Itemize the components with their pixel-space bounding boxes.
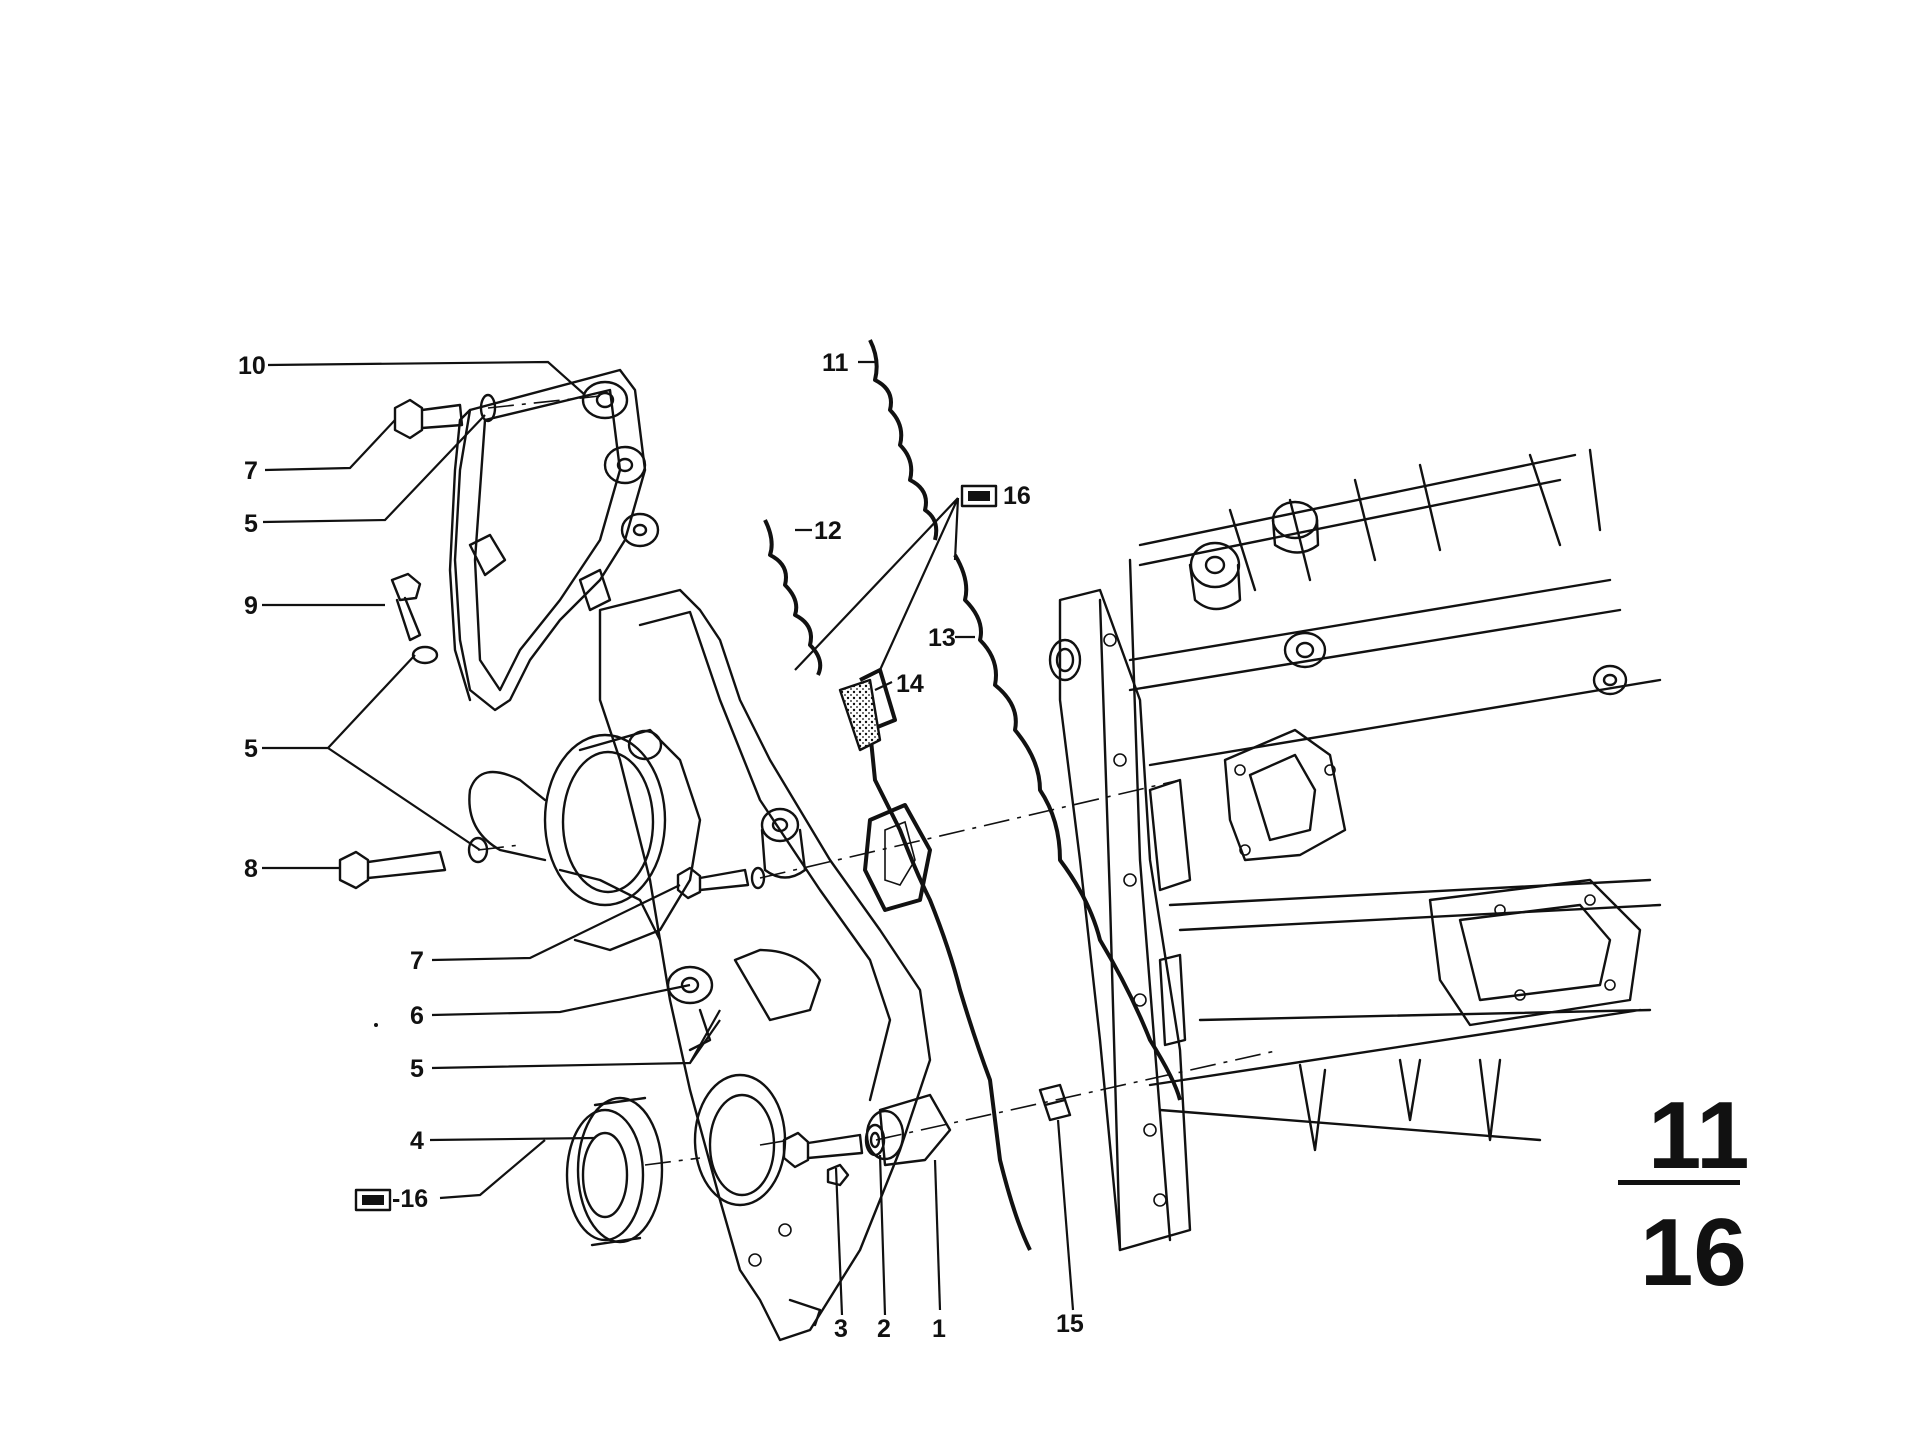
callout-7: 7: [244, 457, 258, 485]
callout-16: -16: [392, 1185, 428, 1213]
callout-10: 10: [238, 352, 266, 380]
callout-6: 6: [410, 1002, 424, 1030]
page-code-top: 11: [1648, 1082, 1749, 1189]
callout-2: 2: [877, 1315, 891, 1343]
callout-16: 16: [1003, 482, 1031, 510]
callout-12: 12: [814, 517, 842, 545]
callout-8: 8: [244, 855, 258, 883]
callout-1: 1: [932, 1315, 946, 1343]
callout-4: 4: [410, 1127, 424, 1155]
callout-5: 5: [410, 1055, 424, 1083]
page-code-divider: [1618, 1180, 1740, 1185]
callout-9: 9: [244, 592, 258, 620]
page-code: 11 16: [1618, 1082, 1749, 1306]
callout-13: 13: [928, 624, 956, 652]
leader-lines: [262, 360, 1075, 1316]
crankshaft-seal: [565, 1096, 664, 1247]
callout-5: 5: [244, 735, 258, 763]
callout-3: 3: [834, 1315, 848, 1343]
callout-7: 7: [410, 947, 424, 975]
engine-block: [1048, 448, 1662, 1252]
callout-15: 15: [1056, 1310, 1084, 1338]
gaskets: [763, 339, 1182, 1251]
callout-14: 14: [896, 670, 924, 698]
stray-dot: [374, 1023, 378, 1027]
callout-5: 5: [244, 510, 258, 538]
callout-labels: 10 7 5 9 5 8 7 6 5 4 -16 11 12 16 13 14 …: [238, 349, 1084, 1343]
upper-timing-cover: [448, 368, 660, 712]
reference-box-icon: [354, 1188, 392, 1212]
alignment-lines: [477, 395, 1281, 1166]
page-code-bottom: 16: [1640, 1199, 1747, 1306]
fasteners: [338, 393, 1072, 1187]
lower-timing-cover: [468, 588, 952, 1342]
reference-box-icon: [960, 484, 998, 508]
callout-11: 11: [822, 349, 849, 377]
